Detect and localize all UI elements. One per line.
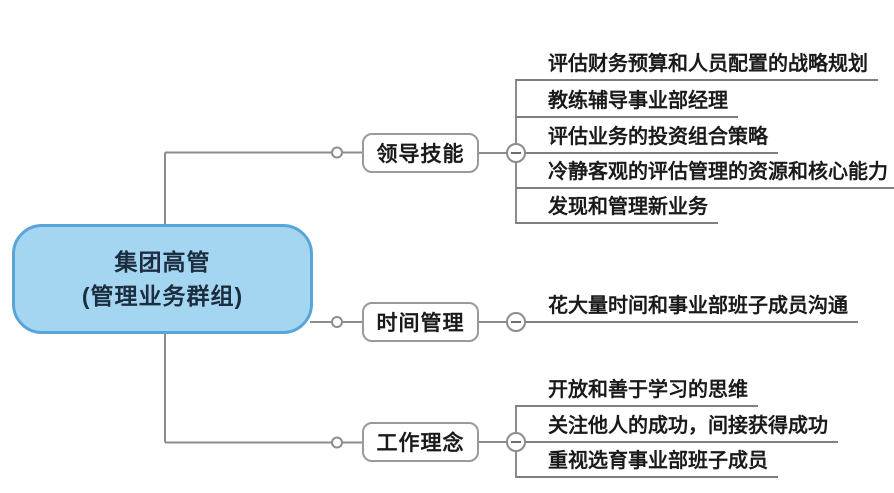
leaf-item[interactable]: 评估财务预算和人员配置的战略规划 [516, 51, 878, 81]
leaf-item[interactable]: 花大量时间和事业部班子成员沟通 [516, 293, 858, 323]
branch-node-leadership-skills[interactable]: 领导技能 [362, 133, 479, 173]
collapse-toggle-leadership[interactable] [506, 143, 526, 163]
branch-node-time-management[interactable]: 时间管理 [362, 302, 479, 342]
leaf-item[interactable]: 关注他人的成功，间接获得成功 [516, 413, 838, 443]
leaf-item[interactable]: 冷静客观的评估管理的资源和核心能力 [516, 159, 894, 189]
leaf-item[interactable]: 评估业务的投资组合策略 [516, 124, 778, 154]
leaf-item[interactable]: 发现和管理新业务 [516, 194, 718, 224]
root-node-title-line2: (管理业务群组) [81, 283, 244, 309]
branch-node-work-philosophy[interactable]: 工作理念 [362, 422, 479, 462]
leaf-item[interactable]: 重视选育事业部班子成员 [516, 448, 778, 478]
leaf-item[interactable]: 教练辅导事业部经理 [516, 88, 738, 118]
collapse-toggle-philosophy[interactable] [506, 432, 526, 452]
collapse-toggle-time[interactable] [506, 312, 526, 332]
branch-label: 时间管理 [376, 312, 465, 335]
root-node-title-line1: 集团高管 [114, 249, 211, 275]
branch-label: 领导技能 [376, 143, 465, 166]
root-node[interactable]: 集团高管 (管理业务群组) [12, 224, 313, 334]
branch-label: 工作理念 [376, 432, 465, 455]
leaf-item[interactable]: 开放和善于学习的思维 [516, 377, 758, 407]
